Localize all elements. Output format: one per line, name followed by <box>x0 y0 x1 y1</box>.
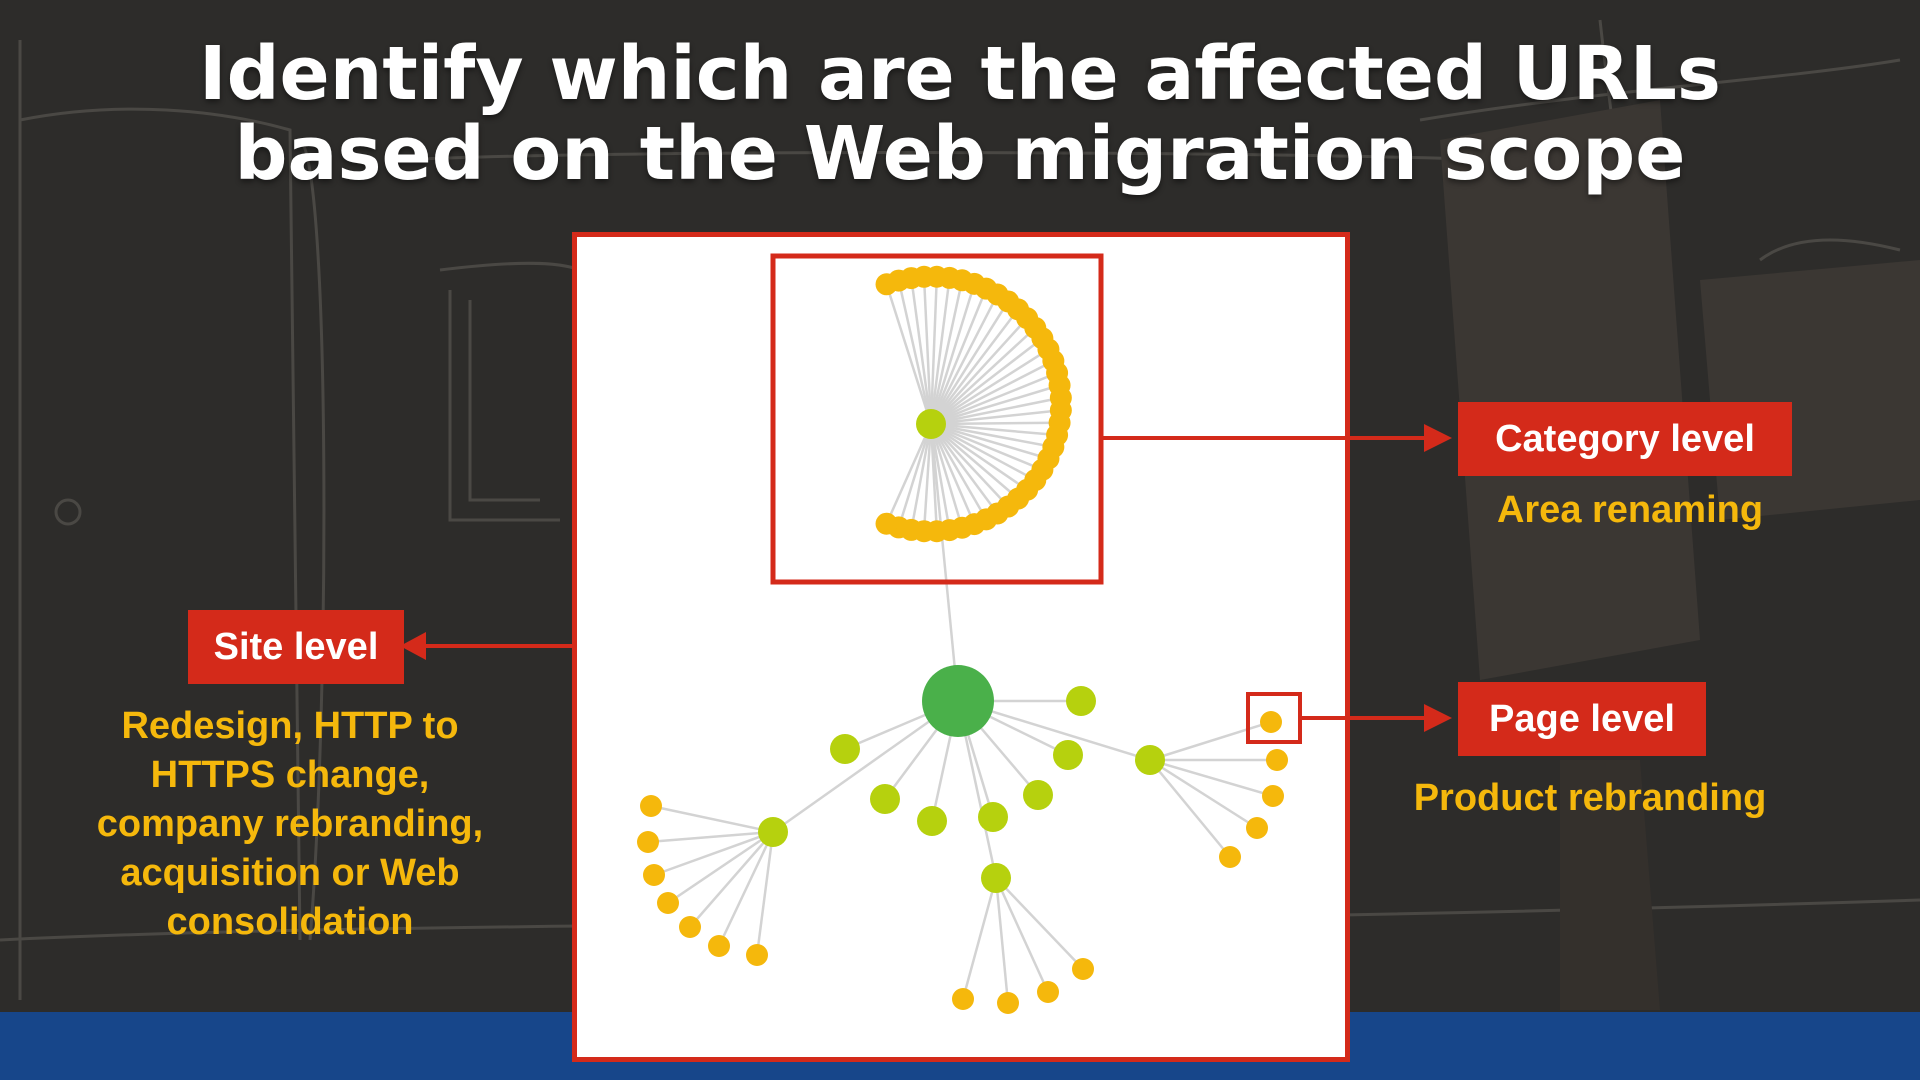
site-level-description: Redesign, HTTP to HTTPS change, company … <box>96 705 484 943</box>
site-level-label: Site level <box>188 610 404 684</box>
category-level-description: Area renaming <box>1496 489 1764 531</box>
page-level-description: Product rebranding <box>1413 777 1767 819</box>
title-line-1: Identify which are the affected URLs <box>199 31 1721 117</box>
site-structure-panel <box>572 232 1350 1062</box>
slide-title: Identify which are the affected URLs bas… <box>0 34 1920 194</box>
title-line-2: based on the Web migration scope <box>234 111 1686 197</box>
category-level-label: Category level <box>1458 402 1792 476</box>
page-level-label: Page level <box>1458 682 1706 756</box>
